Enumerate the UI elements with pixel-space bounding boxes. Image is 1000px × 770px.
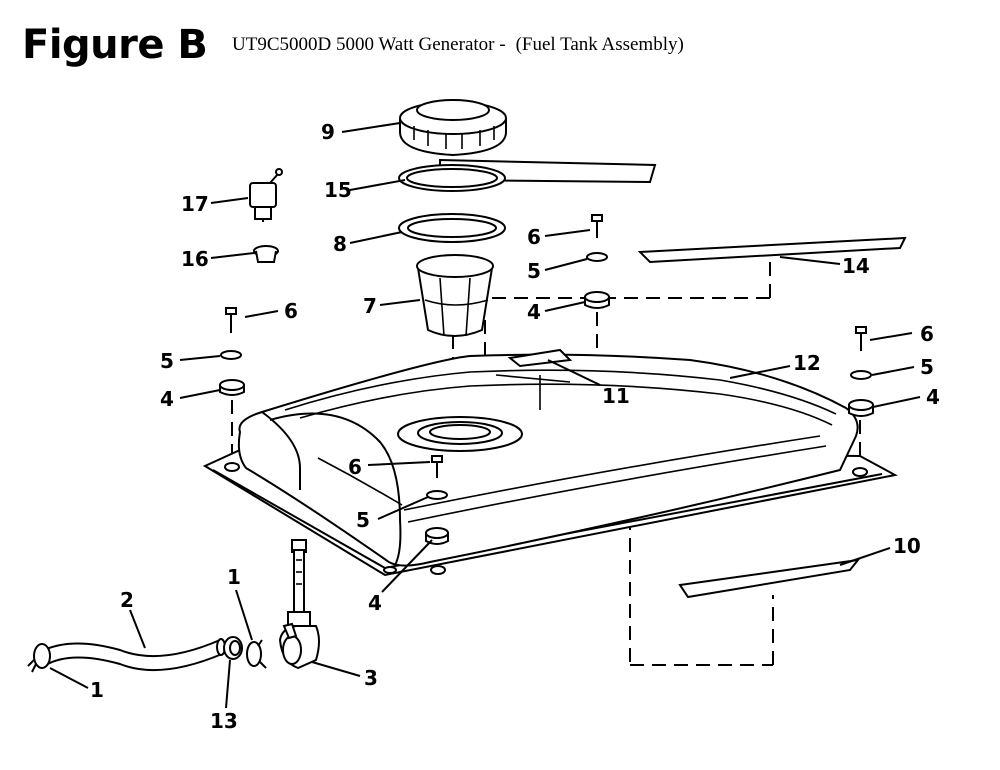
assembly-title: (Fuel Tank Assembly) (515, 34, 684, 55)
callout-15: 15 (324, 178, 352, 202)
callout-10: 10 (893, 534, 921, 558)
fuel-hose (39, 638, 226, 672)
callout-11: 11 (602, 384, 630, 408)
callout-6-top: 6 (527, 225, 541, 249)
mount-hardware-right (848, 326, 874, 417)
callout-16: 16 (181, 247, 209, 271)
callout-5-top: 5 (527, 259, 541, 283)
callout-4-top: 4 (527, 300, 541, 324)
callout-6-front: 6 (348, 455, 362, 479)
fuel-shutoff-valve (278, 549, 320, 670)
callout-5-left: 5 (160, 349, 174, 373)
bottom-pad-10 (678, 558, 861, 599)
callout-4-left: 4 (160, 387, 174, 411)
callout-5-front: 5 (356, 508, 370, 532)
mount-hardware-left (219, 307, 245, 396)
hose-fitting-13 (223, 636, 243, 660)
callout-12: 12 (793, 351, 821, 375)
grommet-16 (253, 245, 279, 263)
callout-9: 9 (321, 120, 335, 144)
filler-ring (398, 213, 506, 243)
callout-5-right: 5 (920, 355, 934, 379)
cap-gasket (398, 158, 657, 192)
callout-3: 3 (364, 666, 378, 690)
figure-title: UT9C5000D 5000 Watt Generator - (Fuel Tan… (232, 34, 684, 56)
fuel-tank-body (202, 353, 898, 577)
callout-14: 14 (842, 254, 870, 278)
hose-clamp-right (246, 639, 267, 669)
callout-17: 17 (181, 192, 209, 216)
callout-6-left: 6 (284, 299, 298, 323)
label-plate-11 (507, 348, 573, 368)
leader-lines (49, 122, 921, 709)
callout-4-front: 4 (368, 591, 382, 615)
figure-label: Figure B (22, 22, 208, 68)
callout-2: 2 (120, 588, 134, 612)
callout-7: 7 (363, 294, 377, 318)
callout-4-right: 4 (926, 385, 940, 409)
callout-6-right: 6 (920, 322, 934, 346)
callout-1-top: 1 (227, 565, 241, 589)
hose-clamp-left (27, 643, 51, 673)
fuel-sensor-valve (249, 168, 283, 222)
fuel-cap (399, 99, 507, 157)
callout-8: 8 (333, 232, 347, 256)
top-pad-14 (637, 236, 907, 264)
fuel-strainer (416, 254, 494, 337)
callout-numbers: 9 15 17 16 8 7 6 5 4 14 6 5 4 11 12 6 5 … (90, 120, 940, 733)
callout-13: 13 (210, 709, 238, 733)
model-title: UT9C5000D 5000 Watt Generator - (232, 34, 506, 55)
callout-1-bottom: 1 (90, 678, 104, 702)
mount-hardware-top (584, 214, 610, 309)
